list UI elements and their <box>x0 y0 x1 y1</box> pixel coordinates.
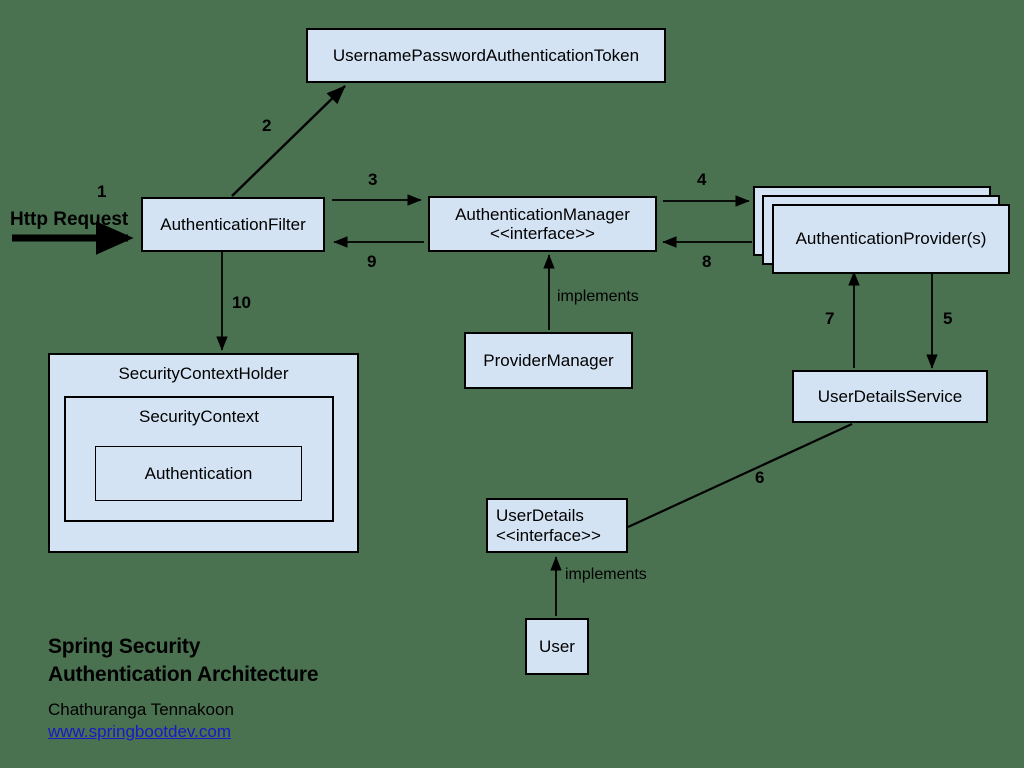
edge-label-implements-user: implements <box>565 566 647 583</box>
diagram-title-line-1: Spring Security <box>48 635 201 658</box>
node-label: ProviderManager <box>483 350 614 370</box>
edge-number-2: 2 <box>262 116 272 135</box>
node-label: AuthenticationProvider(s) <box>795 229 987 249</box>
website-link[interactable]: www.springbootdev.com <box>48 722 231 742</box>
node-label: SecurityContext <box>139 407 259 426</box>
edge-number-1: 1 <box>97 182 107 201</box>
node-user-details-service[interactable]: UserDetailsService <box>792 370 988 423</box>
node-user-details[interactable]: UserDetails <<interface>> <box>486 498 628 553</box>
edge-number-5: 5 <box>943 309 953 328</box>
edge-number-4: 4 <box>697 170 707 189</box>
node-label: User <box>539 636 575 656</box>
node-provider-manager[interactable]: ProviderManager <box>464 332 633 389</box>
edge-number-6: 6 <box>755 468 765 487</box>
node-authentication-filter[interactable]: AuthenticationFilter <box>141 197 325 252</box>
caption-block: Spring Security Authentication Architect… <box>48 633 319 742</box>
edge-number-7: 7 <box>825 309 835 328</box>
edge-label-implements-manager: implements <box>557 288 639 305</box>
node-label-line2: <<interface>> <box>496 525 601 545</box>
node-label-line1: UserDetails <box>496 506 584 526</box>
edge-2-filter-to-token <box>231 85 346 197</box>
node-label-line1: AuthenticationManager <box>455 204 630 224</box>
edge-number-8: 8 <box>702 252 712 271</box>
node-authentication-manager[interactable]: AuthenticationManager <<interface>> <box>428 196 657 252</box>
node-authentication[interactable]: Authentication <box>95 446 302 501</box>
diagram-author: Chathuranga Tennakoon <box>48 700 234 720</box>
node-label: UsernamePasswordAuthenticationToken <box>332 45 640 65</box>
edge-number-3: 3 <box>368 170 378 189</box>
node-label: SecurityContextHolder <box>118 364 289 383</box>
node-username-password-authentication-token[interactable]: UsernamePasswordAuthenticationToken <box>306 28 666 83</box>
node-label: AuthenticationFilter <box>160 214 306 234</box>
diagram-title-line-2: Authentication Architecture <box>48 662 319 686</box>
node-authentication-providers[interactable]: AuthenticationProvider(s) <box>772 204 1010 274</box>
node-user[interactable]: User <box>525 618 589 675</box>
node-label: Authentication <box>144 463 253 483</box>
edge-number-9: 9 <box>367 252 377 271</box>
node-label-line2: <<interface>> <box>490 224 595 243</box>
edge-6-userdetailsservice-to-userdetails <box>627 423 853 528</box>
http-request-label: Http Request <box>10 209 129 230</box>
node-label: UserDetailsService <box>817 386 963 406</box>
edge-number-10: 10 <box>232 293 251 312</box>
